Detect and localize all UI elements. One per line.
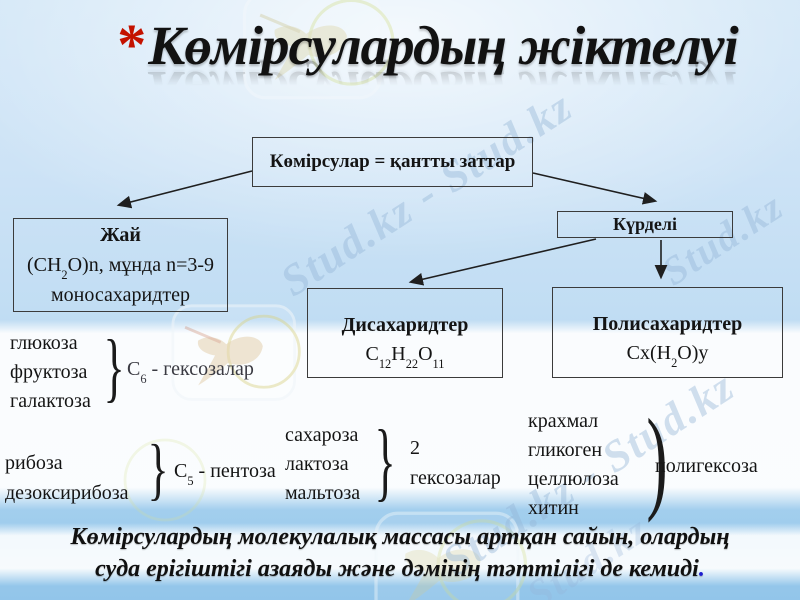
polyhexoses-item: гликоген [528,439,603,461]
complex-carbohydrates-box: Күрделі [557,211,733,238]
dihexoses-brace: } [374,412,396,510]
complex-box-label: Күрделі [612,214,678,234]
hexoses-label: C6 - гексозалар [127,358,254,387]
dihexoses-label: 2 гексозалар [410,437,501,489]
polysaccharides-title: Полисахаридтер [592,313,743,335]
footer-note: Көмірсулардың молекулалық массасы артқан… [0,521,800,585]
dihexoses-item: сахароза [285,424,359,446]
title-asterisk-icon: * [117,12,147,77]
title-text: Көмірсулардың жіктелуі [148,15,739,76]
polyhexoses-list: крахмал гликоген целлюлоза хитин [528,407,619,523]
footer-line1: Көмірсулардың молекулалық массасы артқан… [70,524,730,550]
dihexoses-list: сахароза лактоза мальтоза [285,421,360,508]
hexoses-list: глюкоза фруктоза галактоза [10,329,91,416]
studkz-text-watermark: Stud.kz - Stud.kz [271,81,582,306]
polyhexoses-item: крахмал [528,410,599,432]
footer-line2: суда ерігіштігі азаяды және дәмінің тәтт… [95,556,705,582]
hexoses-item: галактоза [10,390,91,412]
pentoses-brace: } [147,430,169,508]
simple-box-subtitle: моносахаридтер [51,284,190,306]
root-box: Көмірсулар = қантты заттар [252,137,533,187]
disaccharides-title: Дисахаридтер [341,314,469,336]
studkz-text-watermark: Stud.kz [653,182,792,295]
footer-period: . [698,556,705,582]
polyhexoses-item: целлюлоза [528,468,619,490]
pentoses-label: C5 - пентоза [174,460,276,489]
polysaccharides-box: Полисахаридтер Cx(H2O)y [552,287,783,378]
polysaccharides-formula: Cx(H2O)y [626,342,709,371]
arrow-root-to-complex [532,172,658,205]
polyhexoses-brace: ) [646,394,668,524]
simple-box-title: Жай [100,224,141,246]
pentoses-item: рибоза [5,452,63,474]
hexoses-item: фруктоза [10,361,88,383]
arrow-root-to-simple [116,170,253,209]
polyhexoses-item: хитин [528,497,579,519]
dihexoses-item: лактоза [285,453,349,475]
simple-box-formula: (CH2O)n, мұнда n=3-9 [26,254,215,283]
disaccharides-box: Дисахаридтер C12H22O11 [307,288,503,378]
simple-carbohydrates-box: Жай (CH2O)n, мұнда n=3-9 моносахаридтер [13,218,228,312]
hexoses-brace: } [103,324,125,410]
slide-title: *Көмірсулардың жіктелуі [105,14,750,77]
polyhexoses-label: полигексоза [655,455,758,477]
dihexoses-item: мальтоза [285,482,361,504]
pentoses-item: дезоксирибоза [5,482,129,504]
disaccharides-formula: C12H22O11 [365,343,445,372]
root-box-label: Көмірсулар = қантты заттар [269,151,516,172]
pentoses-list: рибоза дезоксирибоза [5,448,129,508]
hexoses-item: глюкоза [10,332,78,354]
arrow-complex-to-disaccharides [408,238,597,286]
